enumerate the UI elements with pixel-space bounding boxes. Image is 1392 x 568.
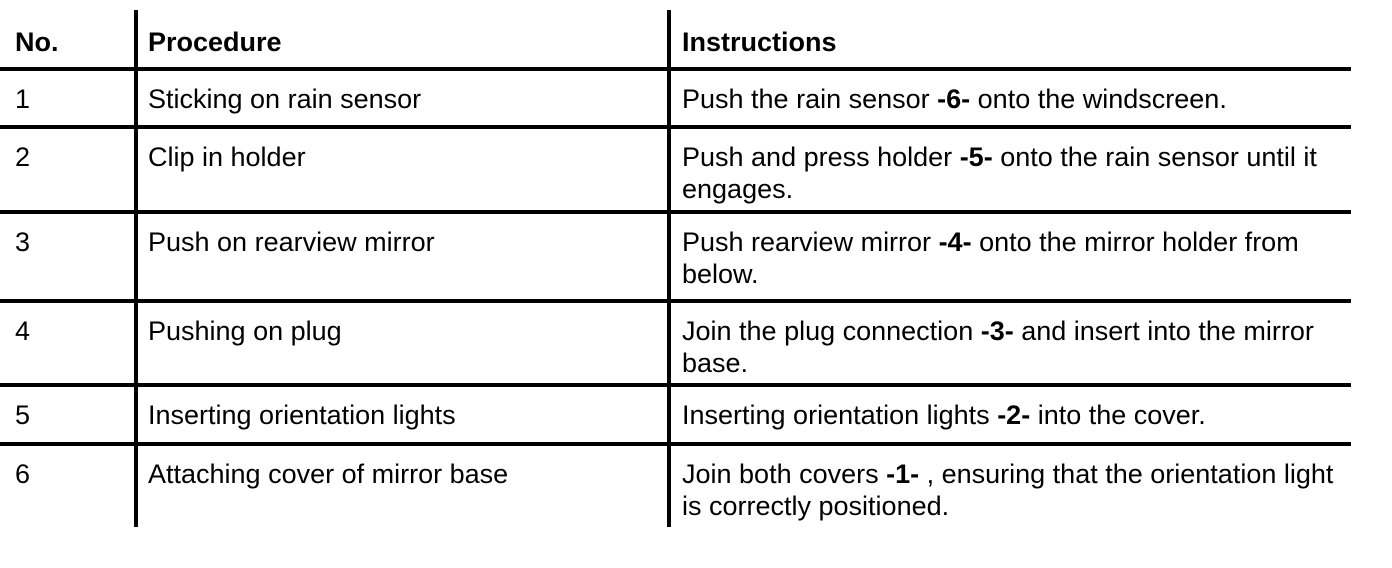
- instruction-text-post: onto the mirror holder from below.: [682, 227, 1299, 289]
- cell-instructions: Push and press holder -5- onto the rain …: [667, 127, 1351, 212]
- table-row: 6 Attaching cover of mirror base Join bo…: [0, 444, 1351, 527]
- instruction-text-pre: Push rearview mirror: [682, 227, 939, 257]
- cell-step-number: 1: [15, 84, 31, 114]
- cell-procedure: Pushing on plug: [134, 301, 669, 385]
- instruction-text-post: and insert into the mirror base.: [682, 316, 1314, 378]
- cell-step-number: 6: [15, 459, 31, 489]
- table-header-row: No. Procedure Instructions: [0, 10, 1351, 69]
- instruction-text-post: onto the rain sensor until it engages.: [682, 142, 1317, 204]
- cell-instructions: Push the rain sensor -6- onto the windsc…: [667, 69, 1351, 127]
- header-instructions: Instructions: [667, 10, 1351, 69]
- cell-procedure: Clip in holder: [134, 127, 669, 212]
- instruction-text-pre: Join the plug connection: [682, 316, 981, 346]
- cell-instructions: Inserting orientation lights -2- into th…: [667, 385, 1351, 444]
- instruction-text-post: , ensuring that the orientation light is…: [682, 459, 1334, 521]
- part-number-ref: -2-: [997, 400, 1031, 430]
- instruction-text-pre: Push and press holder: [682, 142, 960, 172]
- instruction-text-pre: Push the rain sensor: [682, 84, 938, 114]
- cell-step-number: 5: [15, 400, 31, 430]
- cell-instructions: Join both covers -1- , ensuring that the…: [667, 444, 1351, 527]
- cell-instructions: Join the plug connection -3- and insert …: [667, 301, 1351, 385]
- header-procedure: Procedure: [134, 10, 669, 69]
- instruction-text-post: into the cover.: [1030, 400, 1206, 430]
- table-row: 5 Inserting orientation lights Inserting…: [0, 385, 1351, 444]
- instruction-text-pre: Inserting orientation lights: [682, 400, 998, 430]
- instruction-text-post: onto the windscreen.: [970, 84, 1227, 114]
- header-no: No.: [15, 27, 59, 57]
- part-number-ref: -6-: [937, 84, 971, 114]
- cell-procedure: Attaching cover of mirror base: [134, 444, 669, 527]
- table-row: 1 Sticking on rain sensor Push the rain …: [0, 69, 1351, 127]
- table-row: 3 Push on rearview mirror Push rearview …: [0, 212, 1351, 301]
- part-number-ref: -4-: [938, 227, 972, 257]
- cell-procedure: Sticking on rain sensor: [134, 69, 669, 127]
- cell-procedure: Inserting orientation lights: [134, 385, 669, 444]
- table-row: 2 Clip in holder Push and press holder -…: [0, 127, 1351, 212]
- cell-procedure: Push on rearview mirror: [134, 212, 669, 301]
- part-number-ref: -1-: [886, 459, 920, 489]
- cell-step-number: 2: [15, 142, 31, 172]
- procedure-table: No. Procedure Instructions 1 Sticking on…: [0, 10, 1351, 527]
- instruction-text-pre: Join both covers: [682, 459, 887, 489]
- cell-step-number: 3: [15, 227, 31, 257]
- part-number-ref: -3-: [980, 316, 1014, 346]
- table-row: 4 Pushing on plug Join the plug connecti…: [0, 301, 1351, 385]
- part-number-ref: -5-: [959, 142, 993, 172]
- cell-step-number: 4: [15, 316, 31, 346]
- cell-instructions: Push rearview mirror -4- onto the mirror…: [667, 212, 1351, 301]
